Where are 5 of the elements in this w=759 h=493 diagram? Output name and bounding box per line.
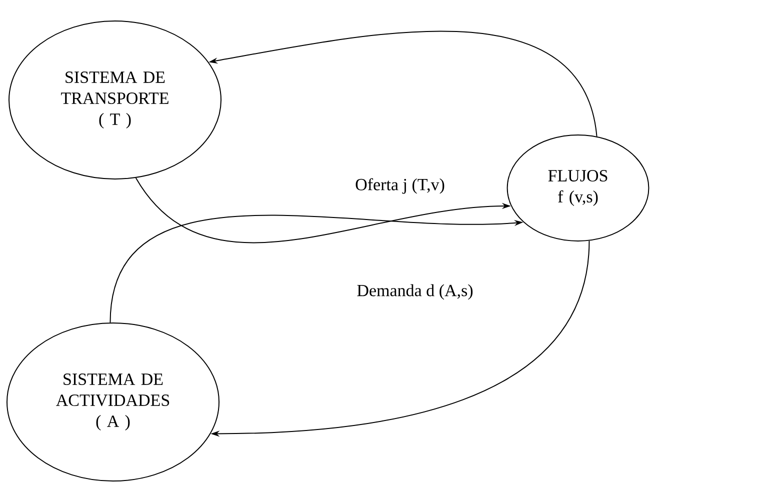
ellipse-node: SISTEMA DE TRANSPORTE ( T ) [8,20,222,180]
ellipse-node: SISTEMA DE ACTIVIDADES ( A ) [6,322,220,482]
ellipse-node: FLUJOS f (v,s) [506,134,650,242]
edge-label: Demanda d (A,s) [356,283,474,301]
edge-label: Oferta j (T,v) [354,177,446,195]
